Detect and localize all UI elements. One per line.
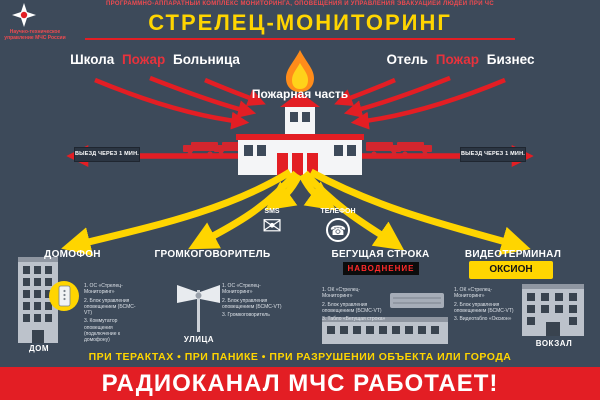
dispatch-badge-left: ВЫЕЗД ЧЕРЕЗ 1 МИН. — [74, 147, 140, 162]
protected-objects-right: Отель Пожар Бизнес — [368, 52, 553, 67]
equipment-list-domofon: 1. ОС «Стрелец-Мониторинг» 2. Блок управ… — [84, 283, 142, 345]
page-title: СТРЕЛЕЦ-МОНИТОРИНГ — [148, 10, 452, 35]
intercom-icon — [49, 281, 79, 311]
fire-station-building — [236, 92, 364, 175]
fire-station-label: Пожарная часть — [251, 87, 349, 101]
phone-icon: ☎ — [326, 218, 350, 242]
endpoint-title-ticker: БЕГУЩАЯ СТРОКА — [331, 249, 430, 260]
list-item: 3. Коммутатор оповещения (подключение к … — [84, 318, 121, 343]
fire-word-right: Пожар — [435, 52, 480, 67]
warning-line: ПРИ ТЕРАКТАХ • ПРИ ПАНИКЕ • ПРИ РАЗРУШЕН… — [88, 351, 512, 363]
ticker-building — [322, 317, 448, 344]
endpoint-title-loudspeaker: ГРОМКОГОВОРИТЕЛЬ — [154, 249, 271, 260]
sms-envelope-icon: ✉ — [261, 213, 283, 240]
object-label-hotel: Отель — [386, 52, 428, 67]
fire-word-left: Пожар — [121, 52, 166, 67]
list-item: 1. ОС «Стрелец-Мониторинг» — [222, 283, 261, 296]
endpoint-title-domofon: ДОМОФОН — [44, 249, 101, 260]
object-label-school: Школа — [70, 52, 115, 67]
endpoint-title-videoterminal: ВИДЕОТЕРМИНАЛ — [464, 249, 562, 260]
emblem-caption: Научно-техническое управление МЧС России — [2, 29, 68, 41]
equipment-list-ticker: 1. ОК «Стрелец-Мониторинг» 2. Блок управ… — [322, 287, 386, 324]
bottom-banner: РАДИОКАНАЛ МЧС РАБОТАЕТ! — [0, 367, 600, 400]
list-item: 2. Блок управления оповещением (БСМС-VT) — [84, 297, 136, 317]
list-item: 1. ОК «Стрелец-Мониторинг» — [322, 287, 361, 300]
notification-arrows — [61, 168, 531, 256]
list-item: 3. Видеотабло «Оксион» — [454, 316, 512, 322]
ticker-display-text: НАВОДНЕНИЕ — [343, 262, 419, 275]
equipment-list-loudspeaker: 1. ОС «Стрелец-Мониторинг» 2. Блок управ… — [222, 283, 286, 320]
emblem-caption-line1: Научно-техническое — [9, 29, 61, 35]
loudspeaker-icon — [177, 285, 220, 332]
sms-channel-label: SMS — [264, 208, 280, 215]
list-item: 1. ОК «Стрелец-Мониторинг» — [454, 287, 493, 300]
object-label-hospital: Больница — [173, 52, 240, 67]
location-label-vokzal: ВОКЗАЛ — [535, 339, 573, 348]
flame-icon — [286, 50, 314, 92]
bottom-banner-text: РАДИОКАНАЛ МЧС РАБОТАЕТ! — [101, 370, 499, 397]
list-item: 2. Блок управления оповещением (БСМС-VT) — [222, 297, 282, 310]
fire-truck-icons-right — [366, 142, 432, 157]
list-item: 3. Табло «Бегущая строка» — [322, 316, 386, 322]
list-item: 2. Блок управления оповещением (БСМС-VT) — [454, 301, 514, 314]
dispatch-badge-right: ВЫЕЗД ЧЕРЕЗ 1 МИН. — [460, 147, 526, 162]
list-item: 2. Блок управления оповещением (БСМС-VT) — [322, 301, 382, 314]
emblem-caption-line2: управление МЧС России — [4, 35, 66, 41]
list-item: 1. ОС «Стрелец-Мониторинг» — [84, 283, 123, 296]
object-label-business: Бизнес — [486, 52, 535, 67]
location-label-dom: ДОМ — [28, 344, 50, 353]
alarm-arrows-left — [94, 75, 266, 130]
phone-channel-label: ТЕЛЕФОН — [320, 208, 356, 215]
list-item: 3. Громкоговоритель — [222, 312, 270, 318]
title-divider — [85, 38, 515, 40]
keyboard-icon — [390, 293, 444, 308]
alarm-arrows-right — [334, 75, 506, 130]
equipment-list-videoterminal: 1. ОК «Стрелец-Мониторинг» 2. Блок управ… — [454, 287, 516, 324]
protected-objects-left: Школа Пожар Больница — [55, 52, 255, 67]
header-subtitle: ПРОГРАММНО-АППАРАТНЫЙ КОМПЛЕКС МОНИТОРИН… — [106, 1, 494, 7]
vokzal-building — [522, 284, 584, 336]
mchs-emblem-icon — [12, 3, 36, 27]
oksion-screen: ОКСИОН — [469, 261, 553, 279]
location-label-ulitsa: УЛИЦА — [183, 335, 215, 344]
